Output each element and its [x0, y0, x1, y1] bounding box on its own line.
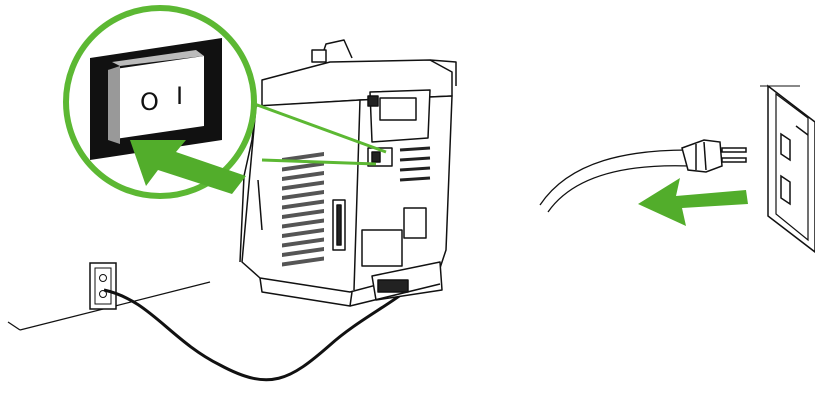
vent-slat	[282, 247, 324, 257]
push-arrow-icon	[130, 140, 246, 194]
left-panel: O I	[7, 5, 457, 382]
vent-slat	[282, 190, 324, 200]
vent-slat	[282, 218, 324, 229]
vent-slat	[282, 228, 324, 238]
wall-outlet-icon	[760, 84, 815, 253]
pull-arrow-icon	[638, 178, 748, 226]
side-vent-grille	[282, 152, 324, 267]
vent-slat	[282, 209, 324, 219]
vent-slat	[282, 180, 324, 191]
plug-icon	[681, 139, 747, 173]
vent-slat	[282, 152, 324, 162]
switch-off-label: O	[140, 88, 159, 116]
vent-slat	[282, 199, 324, 210]
vent-slat	[282, 237, 324, 248]
wall-outlet-small-icon	[89, 262, 117, 310]
power-cord-icon	[539, 149, 691, 213]
back-panel-vents	[399, 146, 431, 182]
vent-slat	[282, 256, 324, 267]
rocker-switch-icon: O I	[90, 38, 222, 160]
right-panel	[539, 84, 815, 253]
vent-slat	[282, 171, 324, 181]
vent-slat	[282, 161, 324, 172]
switch-on-label: I	[176, 82, 183, 110]
printer-illustration	[239, 39, 457, 307]
